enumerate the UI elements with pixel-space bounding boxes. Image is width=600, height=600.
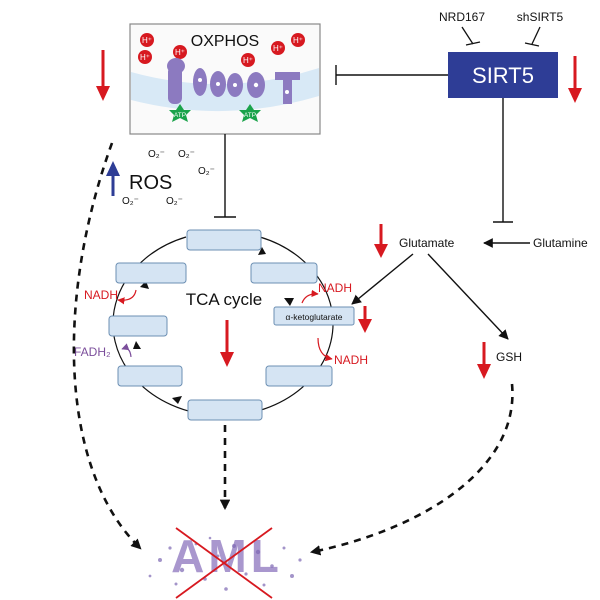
shsirt5-inhibition — [524, 26, 541, 47]
ros-label: ROS — [129, 172, 172, 194]
nadh-output-arrow — [317, 337, 333, 362]
fadh2-label: FADH₂ — [74, 345, 111, 359]
svg-text:H⁺: H⁺ — [175, 48, 185, 57]
glutamate-to-gsh-arrow — [427, 253, 509, 340]
alpha-ketoglutarate-decrease-arrow — [358, 306, 372, 333]
svg-text:H⁺: H⁺ — [243, 56, 253, 65]
aml-cell-dots — [148, 536, 302, 591]
nrd167-inhibition — [461, 26, 481, 46]
sirt5-box: SIRT5 — [448, 52, 558, 98]
nrd167-label: NRD167 — [439, 10, 485, 24]
atp-molecule: ATP — [239, 104, 261, 122]
sirt5-decrease-arrow — [568, 56, 582, 103]
nadh-label: NADH — [334, 353, 368, 367]
atp-molecule: ATP — [169, 104, 191, 122]
alpha-ketoglutarate-label: α-ketoglutarate — [286, 312, 343, 322]
sirt5-inhibits-glutamine-conversion — [493, 98, 513, 223]
superoxide: O₂⁻ — [178, 149, 195, 160]
glutamate-label: Glutamate — [399, 236, 455, 250]
glutamine-label: Glutamine — [533, 236, 588, 250]
oxphos-decrease-arrow — [96, 50, 110, 101]
tca-cycle-label: TCA cycle — [186, 290, 263, 309]
svg-text:ATP: ATP — [174, 112, 186, 119]
fadh2-output-arrow — [121, 343, 132, 358]
nadh-label: NADH — [84, 288, 118, 302]
sirt5-label: SIRT5 — [472, 63, 534, 88]
svg-text:H⁺: H⁺ — [140, 53, 150, 62]
tca-intermediate-box — [117, 365, 183, 387]
tca-intermediate-box — [108, 315, 168, 337]
svg-text:H⁺: H⁺ — [293, 36, 303, 45]
aml-cross-out — [175, 527, 273, 599]
aml-cells: AML — [148, 527, 302, 599]
glutamate-decrease-arrow — [374, 224, 388, 258]
gsh-to-aml-arrow — [309, 383, 514, 556]
superoxide: O₂⁻ — [122, 196, 139, 207]
nadh-label: NADH — [318, 281, 352, 295]
h-plus-ion: H⁺ — [271, 41, 285, 55]
h-plus-ion: H⁺ — [173, 45, 187, 59]
svg-text:ATP: ATP — [244, 112, 256, 119]
gsh-decrease-arrow — [477, 342, 491, 379]
sirt5-inhibits-oxphos — [335, 65, 448, 85]
svg-text:H⁺: H⁺ — [142, 36, 152, 45]
oxphos-to-aml-arrow — [72, 142, 142, 550]
glutamate-to-akg-arrow — [351, 253, 414, 305]
h-plus-ion: H⁺ — [140, 33, 154, 47]
atp-synthase — [275, 72, 300, 104]
shsirt5-label: shSIRT5 — [517, 10, 564, 24]
complex-i — [167, 58, 185, 104]
alpha-ketoglutarate-node: α-ketoglutarate — [273, 306, 355, 326]
tca-decrease-arrow — [220, 320, 234, 367]
tca-intermediate-box — [265, 365, 333, 387]
tca-intermediate-box — [250, 262, 318, 284]
superoxide: O₂⁻ — [166, 196, 183, 207]
tca-cycle: α-ketoglutarate TCA cycle NADH NADH NADH… — [74, 229, 372, 421]
nadh-output-arrow — [117, 289, 137, 305]
nadh-output-arrow — [301, 289, 319, 304]
tca-intermediate-box — [186, 229, 262, 251]
ros-increase-arrow — [106, 161, 120, 196]
complex-dots — [198, 78, 289, 94]
oxphos-box: OXPHOS H⁺ H⁺ H⁺ H⁺ H⁺ H⁺ — [129, 23, 321, 135]
svg-text:H⁺: H⁺ — [273, 44, 283, 53]
tca-intermediate-box — [115, 262, 187, 284]
superoxide: O₂⁻ — [148, 149, 165, 160]
h-plus-ion: H⁺ — [241, 53, 255, 67]
oxphos-title: OXPHOS — [191, 33, 259, 50]
h-plus-ion: H⁺ — [138, 50, 152, 64]
tca-intermediate-box — [187, 399, 263, 421]
superoxide: O₂⁻ — [198, 166, 215, 177]
gsh-label: GSH — [496, 350, 522, 364]
h-plus-ion: H⁺ — [291, 33, 305, 47]
oxphos-inhibits-tca — [214, 134, 236, 218]
